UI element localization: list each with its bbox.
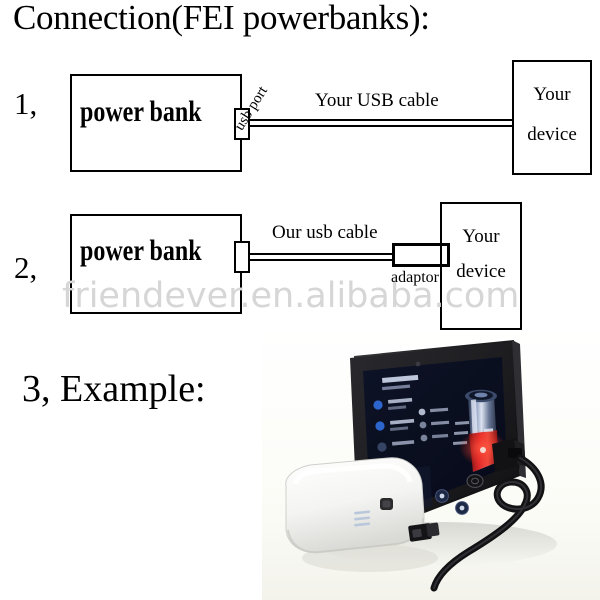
page-title: Connection(FEI powerbanks): <box>13 0 430 37</box>
usb-cable-1 <box>250 119 514 127</box>
example-photo <box>262 326 600 600</box>
power-bank-label-1: power bank <box>80 95 202 128</box>
usb-connector-1 <box>234 108 250 140</box>
adaptor-label: adaptor <box>391 269 439 286</box>
your-device-label-1-line2: device <box>527 124 577 145</box>
usb-cable-2 <box>250 253 392 261</box>
your-device-box-1 <box>512 60 592 175</box>
your-device-label-1-line1: Your <box>533 84 571 105</box>
your-device-label-2-line1: Your <box>462 226 500 247</box>
usb-cable-label-2: Our usb cable <box>272 222 378 243</box>
usb-cable-label-1: Your USB cable <box>315 90 439 111</box>
usb-connector-2 <box>234 241 250 273</box>
power-bank-label-2: power bank <box>80 234 202 267</box>
your-device-label-2-line2: device <box>456 261 506 282</box>
step-number-2: 2, <box>14 250 38 285</box>
step-number-3: 3, Example: <box>22 368 206 410</box>
step-number-1: 1, <box>14 86 38 121</box>
your-device-box-2 <box>440 202 522 330</box>
